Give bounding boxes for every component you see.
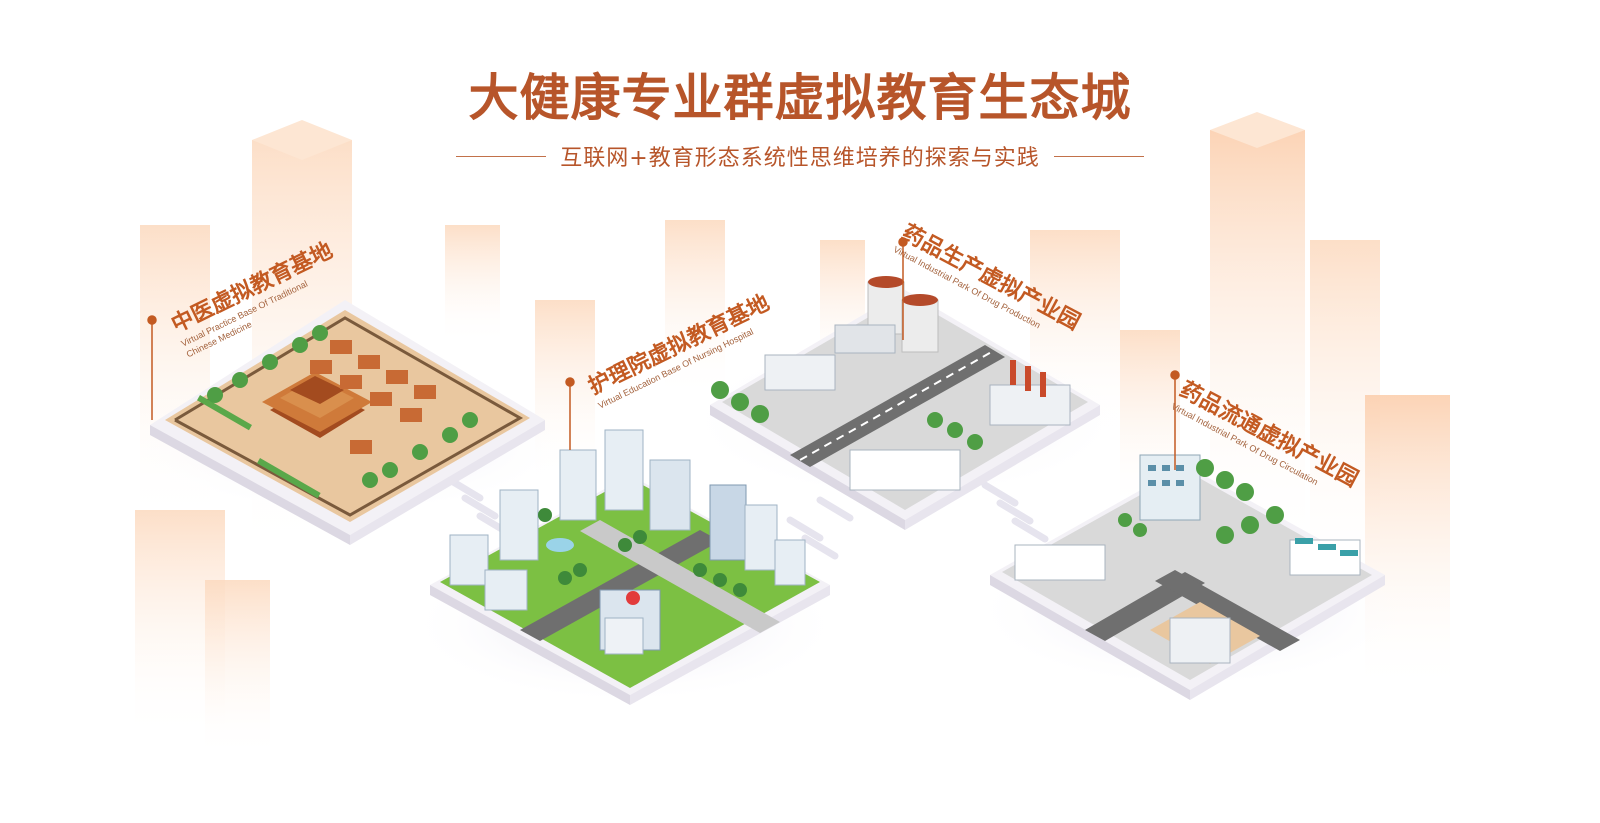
tcm-base-illustration — [150, 300, 545, 545]
label-leaders — [147, 237, 1180, 470]
page-title: 大健康专业群虚拟教育生态城 — [468, 69, 1132, 127]
subtitle-line-right — [1053, 155, 1144, 157]
circulation-park-illustration — [990, 454, 1385, 700]
subtitle-line-left — [456, 155, 547, 157]
nursing-base-illustration — [430, 429, 830, 705]
connector-dashes — [446, 476, 1049, 560]
page-subtitle: 互联网+教育形态系统性思维培养的探索与实践 — [560, 146, 1040, 171]
production-park-illustration — [710, 276, 1100, 530]
subtitle-row: 互联网+教育形态系统性思维培养的探索与实践 — [0, 140, 1600, 172]
